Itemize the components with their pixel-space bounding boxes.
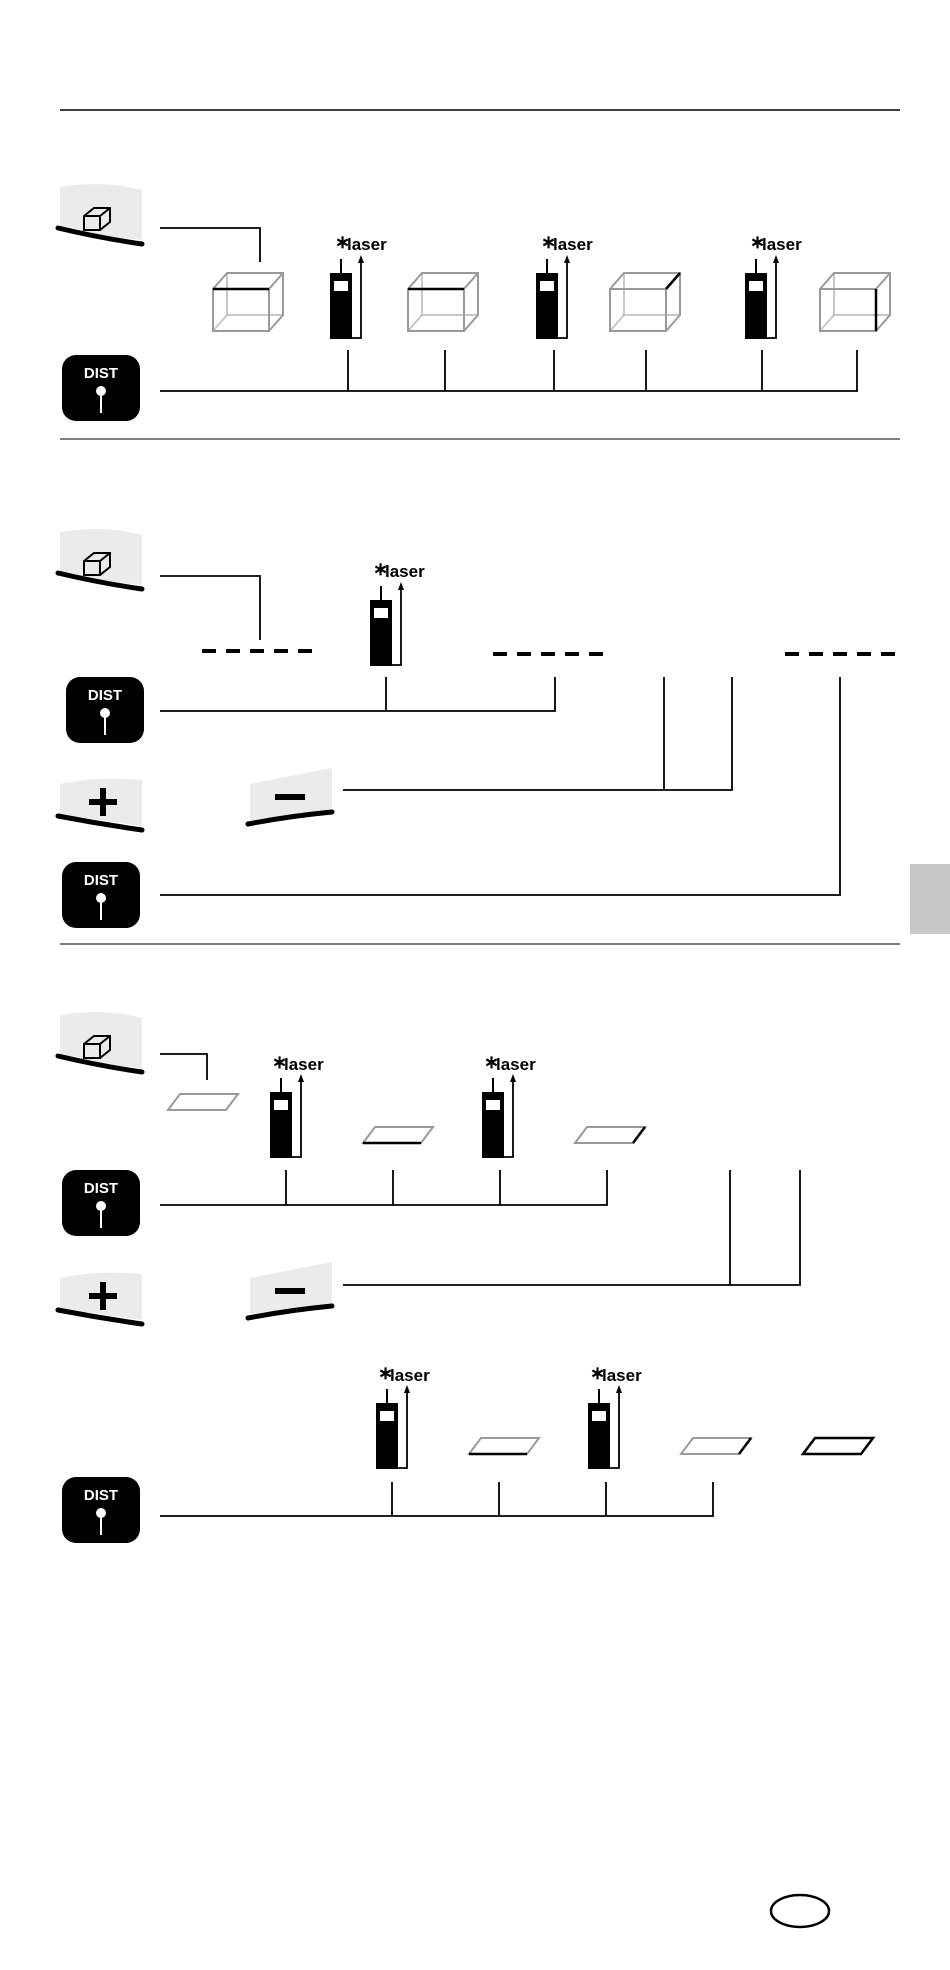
laser-device-icon: ∗ laser <box>330 232 387 339</box>
svg-text:DIST: DIST <box>84 1180 118 1197</box>
svg-text:laser: laser <box>602 1366 642 1385</box>
dist-key[interactable]: DIST <box>66 677 144 743</box>
svg-text:DIST: DIST <box>84 872 118 889</box>
svg-text:laser: laser <box>496 1055 536 1074</box>
minus-key[interactable] <box>248 1262 332 1318</box>
svg-text:DIST: DIST <box>84 365 118 382</box>
svg-text:laser: laser <box>347 235 387 254</box>
laser-device-icon: ∗ laser <box>376 1363 430 1469</box>
minus-key[interactable] <box>248 768 332 824</box>
box-icon <box>820 273 890 331</box>
parallelogram-icon <box>363 1127 433 1143</box>
parallelogram-icon <box>469 1438 539 1454</box>
laser-device-icon: ∗ laser <box>536 232 593 339</box>
svg-text:laser: laser <box>390 1366 430 1385</box>
laser-device-icon: ∗ laser <box>370 559 425 666</box>
parallelogram-icon <box>168 1094 238 1110</box>
laser-device-icon: ∗ laser <box>588 1363 642 1469</box>
plus-key[interactable] <box>58 1273 142 1324</box>
section-single-distance: ∗ laser DIST DIST <box>58 529 905 928</box>
country-oval <box>771 1895 829 1927</box>
plus-key[interactable] <box>58 779 142 830</box>
box-icon <box>610 273 680 331</box>
dist-key[interactable]: DIST <box>62 355 140 421</box>
svg-text:laser: laser <box>553 235 593 254</box>
svg-text:DIST: DIST <box>84 1487 118 1504</box>
parallelogram-icon <box>803 1438 873 1454</box>
svg-text:laser: laser <box>284 1055 324 1074</box>
mode-key[interactable] <box>58 529 142 589</box>
dist-key[interactable]: DIST <box>62 1170 140 1236</box>
section-volume-measurement: DIST ∗ laser ∗ laser ∗ laser <box>58 184 890 421</box>
mode-key[interactable] <box>58 184 142 244</box>
laser-device-icon: ∗ laser <box>745 232 802 339</box>
box-icon <box>408 273 478 331</box>
mode-key[interactable] <box>58 1012 142 1072</box>
dist-key[interactable]: DIST <box>62 862 140 928</box>
laser-device-icon: ∗ laser <box>270 1052 324 1158</box>
box-icon <box>213 273 283 331</box>
section-area-measurement: ∗ laser ∗ laser DIST ∗ laser <box>58 1012 873 1543</box>
laser-device-icon: ∗ laser <box>482 1052 536 1158</box>
svg-text:DIST: DIST <box>88 687 122 704</box>
svg-text:laser: laser <box>762 235 802 254</box>
svg-text:laser: laser <box>385 562 425 581</box>
dist-key[interactable]: DIST <box>62 1477 140 1543</box>
